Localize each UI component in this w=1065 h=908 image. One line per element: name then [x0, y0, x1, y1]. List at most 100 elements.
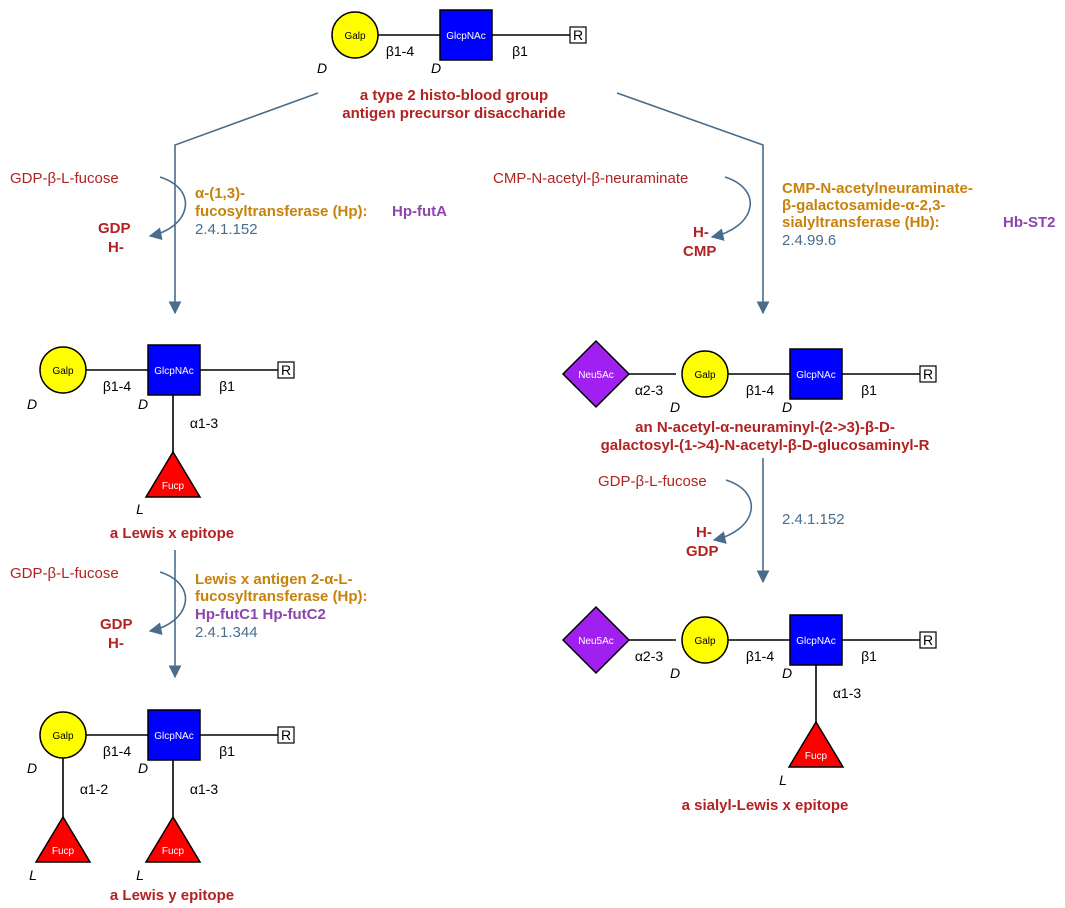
galactose-symbol	[39, 711, 87, 759]
fucose-label: Fucp	[162, 846, 185, 857]
cofactor-product[interactable]: H-	[696, 524, 712, 541]
fucose-label: Fucp	[52, 846, 75, 857]
linkage-label: β1	[219, 378, 235, 394]
neu5ac-symbol	[561, 339, 631, 409]
compound-name-precursor[interactable]: a type 2 histo-blood group	[360, 87, 548, 104]
ec-number[interactable]: 2.4.1.152	[782, 511, 845, 528]
glcnac-symbol	[789, 614, 843, 666]
reaction-1: GDP-β-L-fucose GDP H- α-(1,3)- fucosyltr…	[10, 170, 447, 256]
reaction-arrow-left	[168, 92, 319, 315]
galactose-symbol	[681, 616, 729, 664]
cofactor-product[interactable]: CMP	[683, 243, 716, 260]
compound-name-sialyl-precursor[interactable]: an N-acetyl-α-neuraminyl-(2->3)-β-D-	[635, 419, 895, 436]
enzyme-name[interactable]: β-galactosamide-α-2,3-	[782, 197, 945, 214]
linkage-label: β1-4	[103, 743, 132, 759]
linkage-label: α1-3	[833, 685, 862, 701]
linkage-label: β1	[512, 43, 528, 59]
r-label: R	[923, 366, 933, 382]
enzyme-name[interactable]: CMP-N-acetylneuraminate-	[782, 180, 973, 197]
linkage-label: β1-4	[386, 43, 415, 59]
compound-name-precursor-line2[interactable]: antigen precursor disaccharide	[342, 105, 565, 122]
d-configuration: D	[431, 60, 441, 76]
compound-name-sialyl-precursor-line2[interactable]: galactosyl-(1->4)-N-acetyl-β-D-glucosami…	[601, 437, 930, 454]
cofactor-product[interactable]: GDP	[686, 543, 719, 560]
glcnac-symbol	[147, 709, 201, 761]
linkage-label: α1-3	[190, 781, 219, 797]
l-configuration: L	[136, 501, 144, 517]
compound-name-sialyl-lewis-x[interactable]: a sialyl-Lewis x epitope	[682, 797, 849, 814]
gene-name[interactable]: Hp-futC1 Hp-futC2	[195, 606, 326, 623]
linkage-label: β1	[219, 743, 235, 759]
ec-number[interactable]: 2.4.1.344	[195, 624, 258, 641]
linkage-label: β1-4	[746, 648, 775, 664]
linkage-label: β1	[861, 382, 877, 398]
fucose-symbol	[144, 815, 202, 863]
linkage-label: α2-3	[635, 648, 664, 664]
galactose-symbol	[331, 11, 379, 59]
neu5ac-label: Neu5Ac	[578, 636, 614, 647]
neu5ac-label: Neu5Ac	[578, 370, 614, 381]
d-configuration: D	[317, 60, 327, 76]
gene-name[interactable]: Hb-ST2	[1003, 214, 1056, 231]
cofactor-product[interactable]: GDP	[100, 616, 133, 633]
linkage-label: α1-3	[190, 415, 219, 431]
side-arrow	[148, 176, 187, 241]
cofactor-product[interactable]: H-	[693, 224, 709, 241]
d-configuration: D	[27, 760, 37, 776]
glcnac-symbol	[789, 348, 843, 400]
glcnac-label: GlcpNAc	[446, 31, 485, 42]
side-arrow	[148, 571, 187, 636]
fucose-label: Fucp	[162, 481, 185, 492]
reaction-arrow-right	[616, 92, 770, 315]
ec-number[interactable]: 2.4.1.152	[195, 221, 258, 238]
compound-name-lewis-x[interactable]: a Lewis x epitope	[110, 525, 234, 542]
r-label: R	[281, 727, 291, 743]
compound-name-lewis-y[interactable]: a Lewis y epitope	[110, 887, 234, 904]
fucose-symbol	[144, 450, 202, 498]
side-arrow	[712, 479, 753, 544]
r-box	[919, 631, 937, 649]
fucose-symbol	[34, 815, 92, 863]
d-configuration: D	[138, 396, 148, 412]
glcnac-symbol	[147, 344, 201, 396]
gene-name[interactable]: Hp-futA	[392, 203, 447, 220]
galactose-label: Galp	[52, 731, 74, 742]
cofactor-substrate[interactable]: CMP-N-acetyl-β-neuraminate	[493, 170, 688, 187]
galactose-label: Galp	[694, 370, 716, 381]
enzyme-name[interactable]: fucosyltransferase (Hp):	[195, 203, 368, 220]
r-box	[277, 726, 295, 744]
r-box	[919, 365, 937, 383]
linkage-label: β1	[861, 648, 877, 664]
reaction-4: GDP-β-L-fucose H- GDP 2.4.1.152	[598, 473, 845, 560]
glcnac-label: GlcpNAc	[796, 636, 835, 647]
ec-number[interactable]: 2.4.99.6	[782, 232, 836, 249]
linkage-label: β1-4	[103, 378, 132, 394]
reaction-3: GDP-β-L-fucose GDP H- Lewis x antigen 2-…	[10, 565, 368, 652]
sialyl-lewis-x-glycan: Neu5Ac Galp GlcpNAc R Fucp α2-3 β1-4 β1 …	[561, 605, 937, 788]
cofactor-product[interactable]: GDP	[98, 220, 131, 237]
glcnac-label: GlcpNAc	[154, 366, 193, 377]
d-configuration: D	[670, 665, 680, 681]
l-configuration: L	[29, 867, 37, 883]
side-arrow	[710, 176, 751, 241]
d-configuration: D	[670, 399, 680, 415]
reaction-2: CMP-N-acetyl-β-neuraminate H- CMP CMP-N-…	[493, 170, 1056, 260]
fucose-symbol	[787, 720, 845, 768]
cofactor-product[interactable]: H-	[108, 239, 124, 256]
cofactor-substrate[interactable]: GDP-β-L-fucose	[10, 170, 119, 187]
l-configuration: L	[136, 867, 144, 883]
r-label: R	[573, 27, 583, 43]
neu5ac-symbol	[561, 605, 631, 675]
r-label: R	[281, 362, 291, 378]
enzyme-name[interactable]: sialyltransferase (Hb):	[782, 214, 940, 231]
linkage-label: β1-4	[746, 382, 775, 398]
galactose-label: Galp	[52, 366, 74, 377]
enzyme-name[interactable]: Lewis x antigen 2-α-L-	[195, 571, 353, 588]
enzyme-name[interactable]: α-(1,3)-	[195, 185, 245, 202]
cofactor-substrate[interactable]: GDP-β-L-fucose	[10, 565, 119, 582]
d-configuration: D	[782, 399, 792, 415]
d-configuration: D	[138, 760, 148, 776]
enzyme-name[interactable]: fucosyltransferase (Hp):	[195, 588, 368, 605]
cofactor-product[interactable]: H-	[108, 635, 124, 652]
cofactor-substrate[interactable]: GDP-β-L-fucose	[598, 473, 707, 490]
